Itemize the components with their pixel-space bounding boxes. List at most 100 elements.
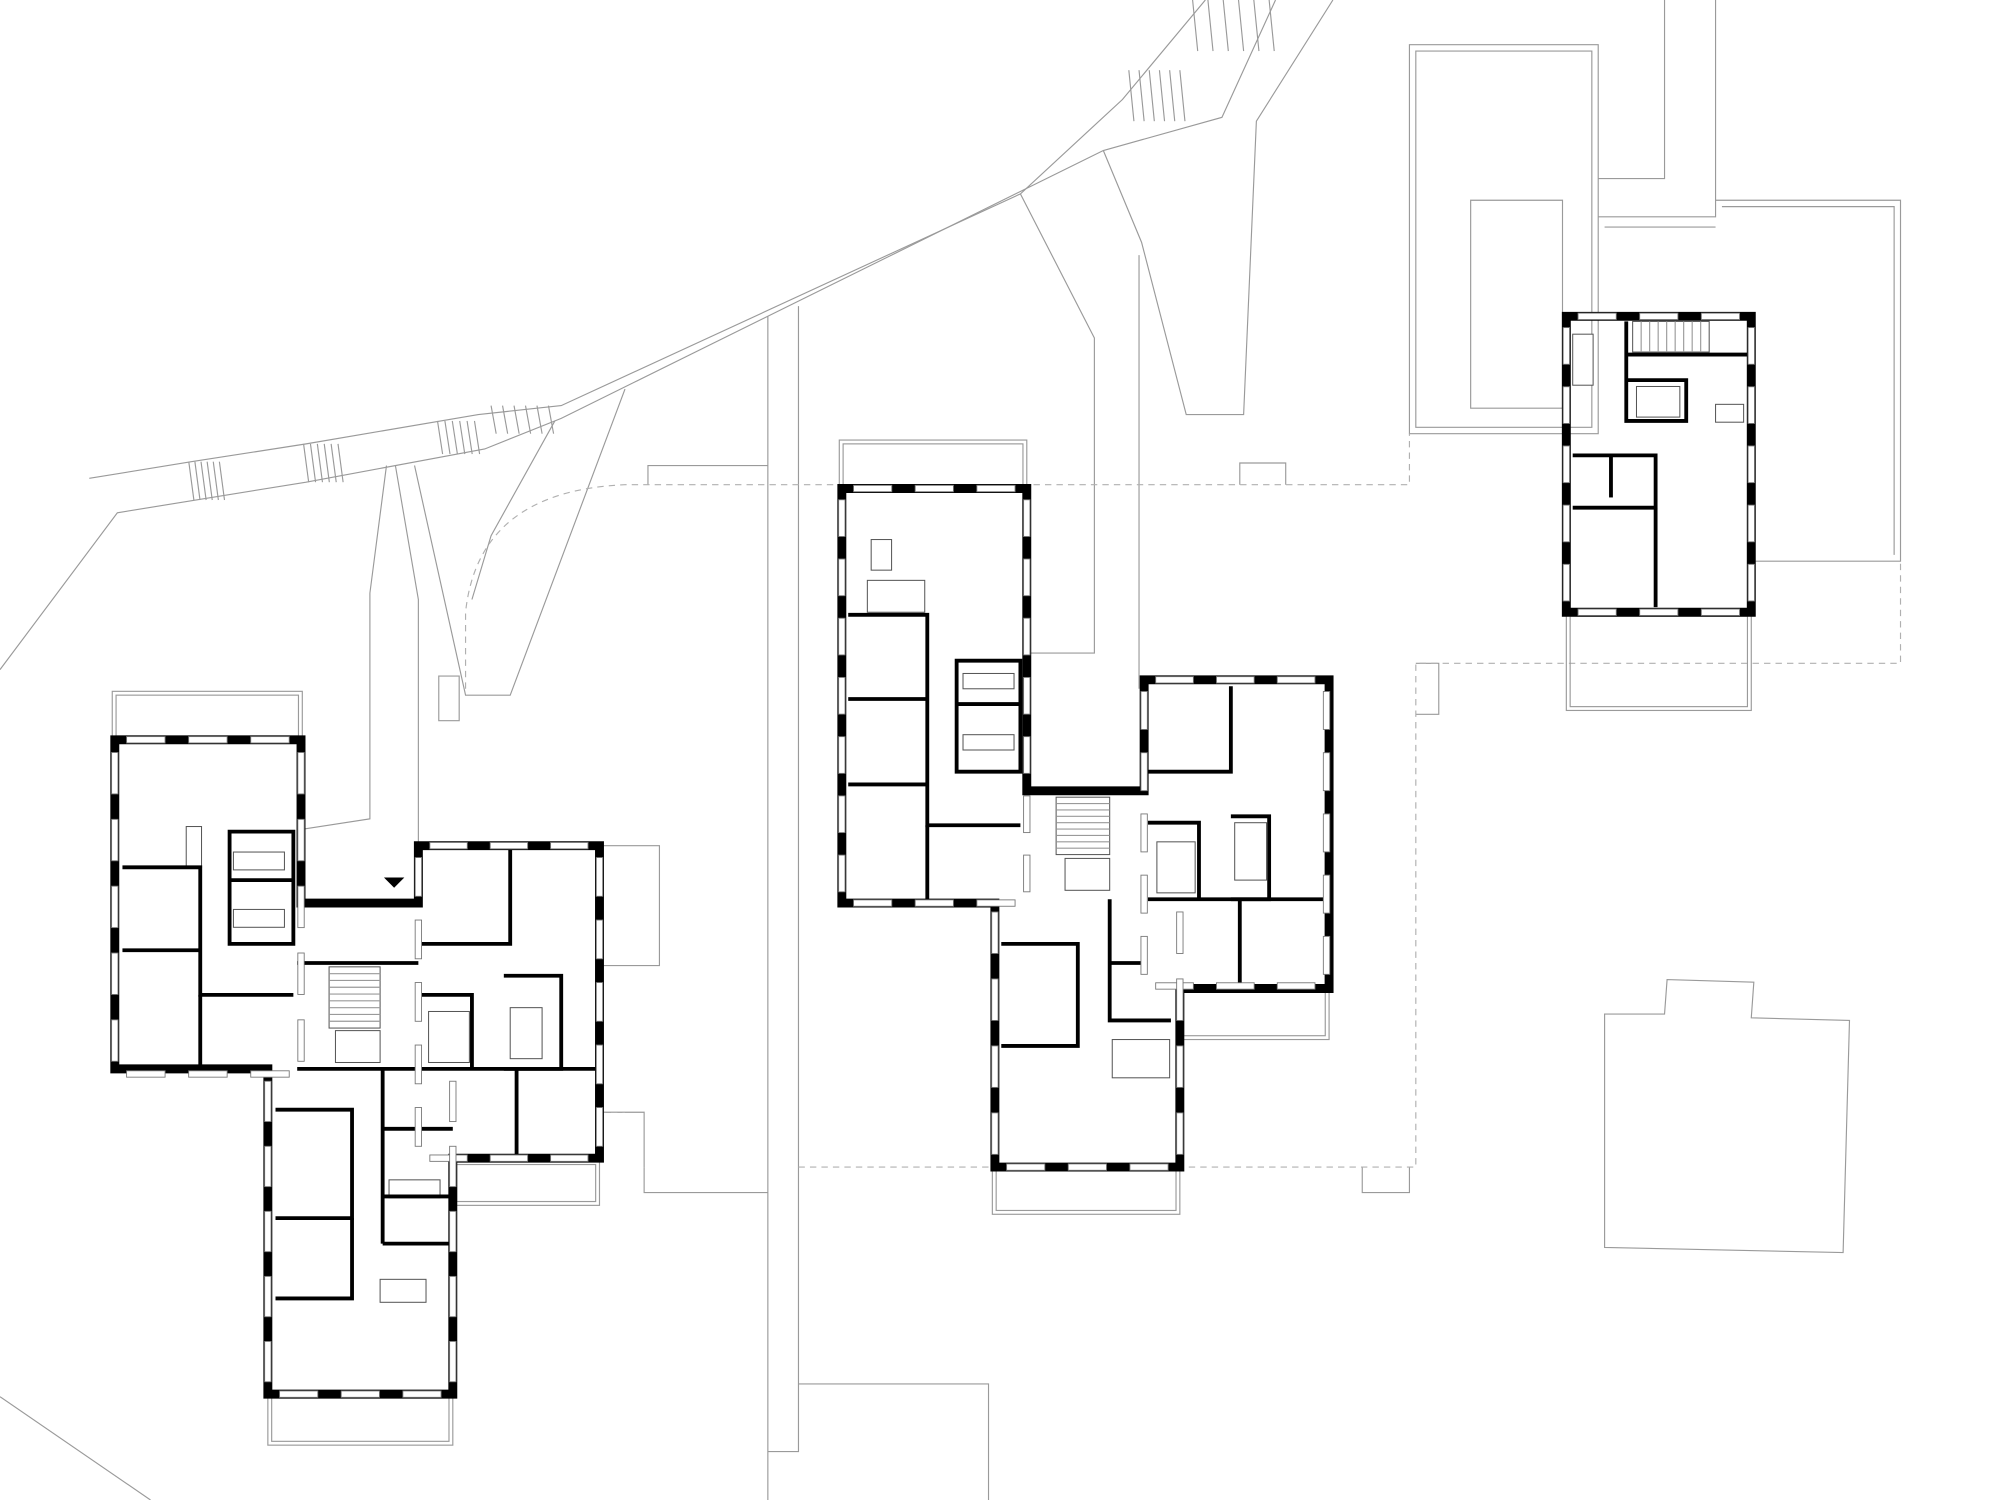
window <box>1155 982 1194 990</box>
site-line <box>471 420 556 600</box>
stair-outline <box>1055 796 1111 856</box>
site-line <box>599 1111 645 1168</box>
window <box>853 484 893 493</box>
fixture <box>1715 403 1745 423</box>
window <box>264 1145 272 1188</box>
interior-wall <box>275 1107 354 1221</box>
property-boundary-dashed <box>798 561 1902 1168</box>
window <box>838 795 846 834</box>
window <box>414 857 423 897</box>
window <box>1276 676 1316 684</box>
interior-wall <box>1624 321 1689 423</box>
window <box>838 617 846 656</box>
interior-wall <box>275 1218 354 1301</box>
window <box>1176 1045 1184 1088</box>
balcony-rail <box>271 1397 450 1442</box>
property-boundary-dashed <box>464 433 1411 689</box>
site-line <box>1715 199 1902 562</box>
fixture <box>1156 841 1196 894</box>
window <box>1562 504 1570 543</box>
site-line <box>1408 44 1599 435</box>
stair-tread <box>316 443 324 483</box>
stair-outline <box>328 966 381 1029</box>
window <box>1577 312 1617 320</box>
window <box>1577 608 1617 616</box>
interior-wall <box>1107 899 1171 1023</box>
window <box>1562 327 1570 365</box>
window <box>1176 978 1184 1021</box>
fixture <box>866 579 926 613</box>
window <box>1700 312 1741 320</box>
window <box>1322 874 1331 914</box>
site-line <box>1019 193 1095 654</box>
site-line <box>767 306 800 1453</box>
stair-icon <box>303 443 344 483</box>
stair-tread <box>194 461 201 501</box>
window <box>1023 617 1031 656</box>
balconies <box>111 439 1752 1446</box>
stair-tread <box>473 420 481 455</box>
window <box>1023 558 1031 597</box>
fixture <box>1572 333 1594 386</box>
building-middle <box>837 484 1334 1172</box>
staircase <box>328 966 381 1029</box>
fixture <box>1111 1039 1171 1079</box>
window <box>1023 854 1031 893</box>
balcony-rail <box>1569 615 1749 708</box>
site-line <box>1470 199 1564 409</box>
stair-tread <box>1192 0 1199 52</box>
window <box>991 1112 999 1155</box>
site-line <box>1102 0 1334 416</box>
window <box>1140 813 1148 853</box>
stair-tread <box>309 443 317 483</box>
window <box>550 1154 589 1162</box>
stair-icon <box>490 405 555 434</box>
window <box>126 736 166 744</box>
stair-tread <box>1148 70 1155 122</box>
window <box>297 752 305 795</box>
stair-tread <box>524 405 532 434</box>
balcony <box>452 1160 601 1206</box>
stair-tread <box>1169 70 1176 122</box>
stair-icon <box>436 420 481 455</box>
site-line <box>1415 50 1593 428</box>
interior-wall <box>1572 453 1658 510</box>
interior-wall <box>1147 820 1201 900</box>
fixture <box>334 1030 381 1064</box>
window <box>111 885 119 929</box>
site-line <box>1604 979 1851 1254</box>
window <box>429 842 468 850</box>
window <box>1176 911 1184 954</box>
window <box>1176 1112 1184 1155</box>
site-line <box>89 0 1206 479</box>
fixture <box>379 1278 427 1303</box>
stair-tread <box>1207 0 1214 52</box>
window <box>550 842 589 850</box>
window <box>1322 813 1331 853</box>
fixture <box>870 539 893 571</box>
stair-tread <box>206 461 213 501</box>
window <box>340 1390 380 1398</box>
window <box>595 982 604 1022</box>
stair-tread <box>513 405 520 434</box>
stair-tread <box>459 420 466 455</box>
window <box>1129 1163 1169 1171</box>
window <box>1562 386 1570 424</box>
window <box>250 736 290 744</box>
window <box>595 857 604 897</box>
window <box>838 736 846 774</box>
window <box>449 1080 457 1123</box>
window <box>111 752 119 795</box>
window <box>429 1154 468 1162</box>
stair-tread <box>1128 70 1135 122</box>
stair-tread <box>536 405 543 434</box>
staircase <box>1632 320 1710 353</box>
site-line <box>438 675 460 722</box>
window <box>1140 691 1148 730</box>
window <box>188 1070 228 1078</box>
window <box>297 818 305 862</box>
window <box>414 1107 423 1147</box>
site-line <box>1598 0 1666 180</box>
window <box>264 1210 272 1253</box>
window <box>838 676 846 715</box>
